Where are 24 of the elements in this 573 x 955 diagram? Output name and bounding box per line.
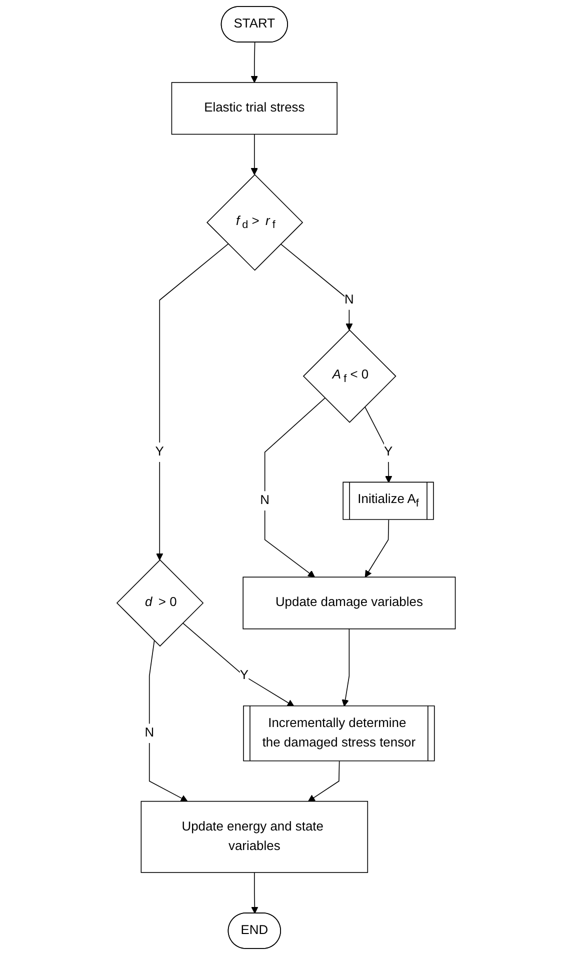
edge-label: N [344, 292, 354, 307]
arrow [156, 244, 229, 560]
node-box: Elastic trial stress [172, 82, 338, 135]
edge-label: Y [156, 444, 164, 459]
arrow [365, 520, 390, 578]
arrow [251, 134, 258, 176]
edge-label: N [260, 494, 270, 508]
edge-label: N [145, 726, 154, 740]
node-box: Update damage variables [243, 576, 456, 630]
arrow [251, 872, 259, 914]
node-diamond: f$_{d}$ > r$_{f}$ [206, 174, 304, 271]
arrow [149, 640, 188, 802]
arrow [264, 398, 326, 578]
arrow [342, 628, 350, 707]
node-diamond: d > 0 [116, 559, 204, 647]
arrow [308, 760, 340, 802]
node-box: Update energy and state variables [141, 800, 368, 873]
edge-label: Y [240, 668, 249, 682]
edge-label: Y [384, 444, 393, 459]
arrow [251, 42, 258, 83]
node-diamond: A$_{f}$ < 0 [303, 329, 397, 423]
arrow [182, 622, 295, 707]
arrow [364, 406, 393, 483]
arrow [280, 244, 354, 330]
